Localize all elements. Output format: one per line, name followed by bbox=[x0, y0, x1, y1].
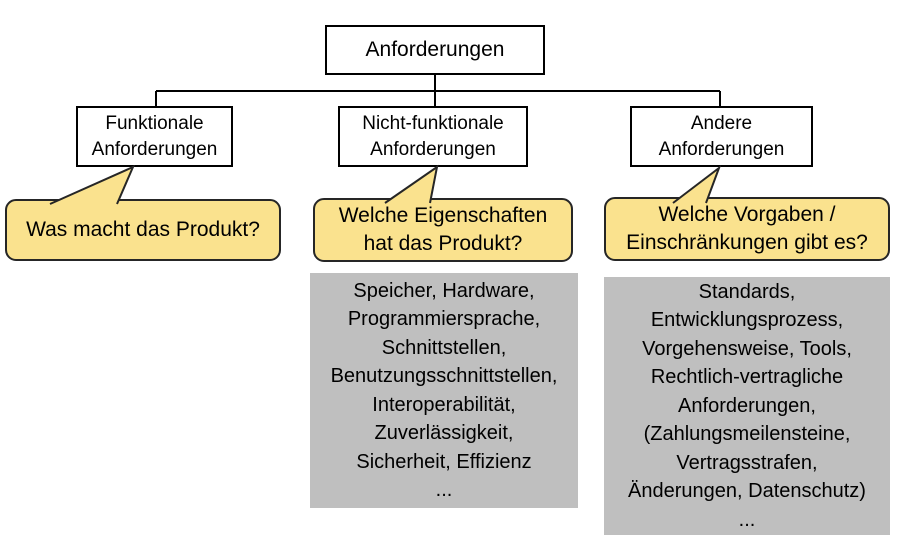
callout-andere-question: Welche Vorgaben / Einschränkungen gibt e… bbox=[604, 197, 890, 261]
panel-andere-details: Standards, Entwicklungsprozess, Vorgehen… bbox=[604, 277, 890, 535]
callout-funktionale-question: Was macht das Produkt? bbox=[5, 199, 281, 261]
node-nicht-funktionale-anforderungen: Nicht-funktionale Anforderungen bbox=[338, 106, 528, 167]
callout-funktionale-question-text: Was macht das Produkt? bbox=[26, 218, 260, 241]
node-funktionale-anforderungen: Funktionale Anforderungen bbox=[76, 106, 233, 167]
callout-nicht-funktionale-question: Welche Eigenschaften hat das Produkt? bbox=[313, 198, 573, 262]
node-andere-anforderungen: Andere Anforderungen bbox=[630, 106, 813, 167]
node-funktionale-label: Funktionale Anforderungen bbox=[91, 112, 218, 160]
node-anforderungen-label: Anforderungen bbox=[365, 38, 505, 61]
node-anforderungen: Anforderungen bbox=[325, 25, 545, 75]
node-nicht-funktionale-label: Nicht-funktionale Anforderungen bbox=[362, 112, 504, 160]
callout-nicht-funktionale-question-text: Welche Eigenschaften hat das Produkt? bbox=[338, 204, 548, 255]
panel-nicht-funktionale-details-text: Speicher, Hardware, Programmiersprache, … bbox=[330, 279, 558, 502]
node-andere-label: Andere Anforderungen bbox=[658, 112, 785, 160]
panel-nicht-funktionale-details: Speicher, Hardware, Programmiersprache, … bbox=[310, 273, 578, 508]
callout-andere-question-text: Welche Vorgaben / Einschränkungen gibt e… bbox=[626, 203, 868, 254]
panel-andere-details-text: Standards, Entwicklungsprozess, Vorgehen… bbox=[628, 280, 866, 531]
